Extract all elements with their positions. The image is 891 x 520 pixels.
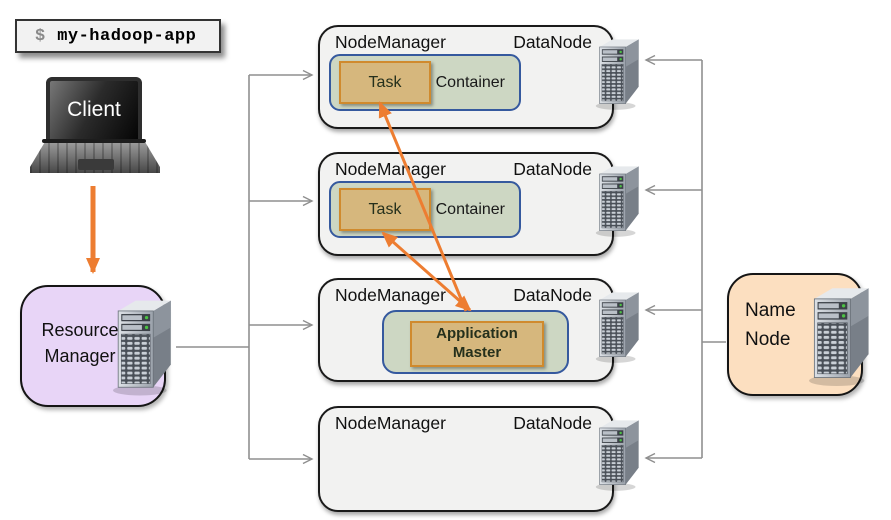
terminal-prompt: $ <box>35 26 46 46</box>
datanode-label: DataNode <box>513 413 592 433</box>
resource-manager-label: Resource Manager <box>41 320 119 367</box>
nodemanager-3: NodeManager DataNode Application Master <box>318 278 640 382</box>
laptop-icon: Client <box>46 77 142 143</box>
terminal-command-text: my-hadoop-app <box>57 26 197 46</box>
nodemanager-4: NodeManager DataNode <box>318 406 640 512</box>
task-box: Task <box>339 188 431 231</box>
container-box: Task Container <box>329 54 521 111</box>
client-node: Client <box>30 75 160 181</box>
name-node: Name Node <box>727 273 870 396</box>
server-icon <box>595 419 640 492</box>
server-icon <box>808 287 870 387</box>
nodemanager-label: NodeManager <box>335 285 446 305</box>
server-icon <box>595 291 640 364</box>
application-master-container-box: Application Master <box>382 310 569 374</box>
task-box: Task <box>339 61 431 104</box>
application-master-box: Application Master <box>410 321 544 367</box>
container-label: Container <box>435 73 505 91</box>
namenode-to-datanodes-bus <box>644 54 726 464</box>
resource-manager-node: Resource Manager <box>20 285 172 407</box>
terminal-command-box: $ my-hadoop-app <box>15 19 221 53</box>
laptop-hinge <box>42 139 146 143</box>
nodemanager-label: NodeManager <box>335 413 446 433</box>
container-label: Container <box>435 200 505 218</box>
nodemanager-label: NodeManager <box>335 32 446 52</box>
nodemanager-label: NodeManager <box>335 159 446 179</box>
nodemanager-1: NodeManager DataNode Task Container <box>318 25 640 129</box>
name-node-label: Name Node <box>745 300 796 350</box>
datanode-label: DataNode <box>513 285 592 305</box>
datanode-label: DataNode <box>513 32 592 52</box>
server-icon <box>595 38 640 111</box>
client-label: Client <box>67 98 121 121</box>
task-label: Task <box>368 73 402 91</box>
rm-to-nodemanagers-bus <box>176 69 314 465</box>
datanode-label: DataNode <box>513 159 592 179</box>
server-icon <box>595 165 640 238</box>
server-icon <box>112 300 172 397</box>
container-box: Task Container <box>329 181 521 238</box>
laptop-touchpad <box>78 159 114 170</box>
application-master-label: Application Master <box>436 325 518 361</box>
task-label: Task <box>368 200 402 218</box>
nodemanager-2: NodeManager DataNode Task Container <box>318 152 640 256</box>
